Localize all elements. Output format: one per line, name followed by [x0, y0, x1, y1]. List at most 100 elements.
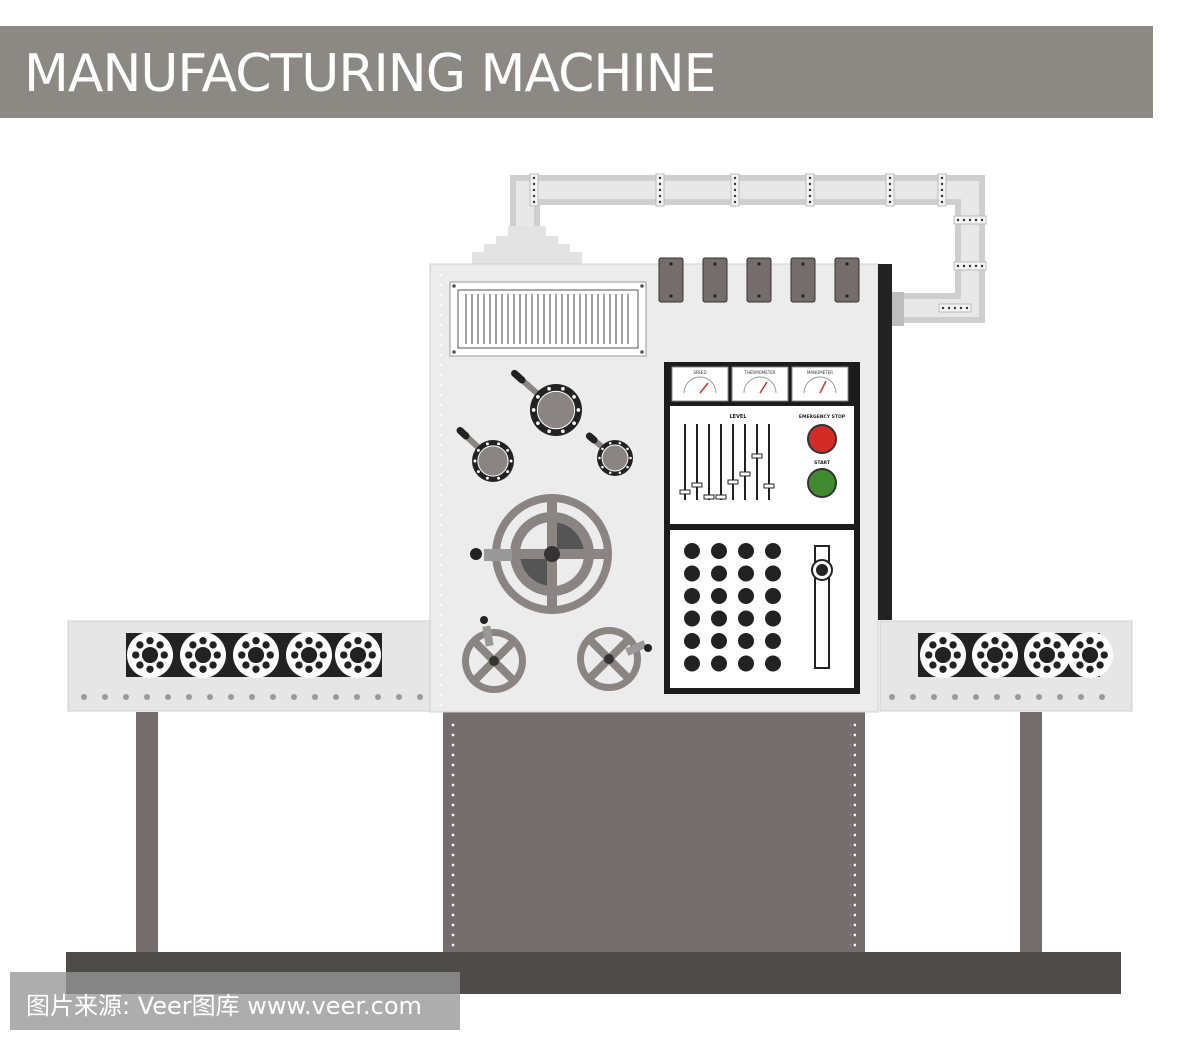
gear-icon — [335, 632, 381, 678]
rivet — [186, 694, 192, 700]
level-slider[interactable] — [715, 424, 727, 500]
thermometer-gauge: THERMOMETER — [731, 366, 789, 402]
pipe-joint — [805, 173, 815, 207]
keypad-key[interactable] — [711, 633, 727, 649]
level-slider[interactable] — [763, 424, 775, 500]
top-switch[interactable] — [790, 257, 816, 303]
pipe-joint — [953, 261, 987, 271]
pipe-joint — [938, 303, 972, 313]
speed-gauge: SPEED — [671, 366, 729, 402]
keypad-key[interactable] — [738, 543, 754, 559]
rivet — [312, 694, 318, 700]
keypad-key[interactable] — [738, 588, 754, 604]
keypad-key[interactable] — [765, 543, 781, 559]
keypad-key[interactable] — [711, 588, 727, 604]
left-small-handwheel[interactable] — [462, 616, 526, 693]
top-switch[interactable] — [658, 257, 684, 303]
rivet — [1057, 694, 1063, 700]
title-banner: MANUFACTURING MACHINE — [0, 26, 1153, 118]
keypad-key[interactable] — [765, 565, 781, 582]
keypad-key[interactable] — [684, 565, 700, 582]
rivet — [249, 694, 255, 700]
right-conveyor — [879, 620, 1133, 712]
top-switch[interactable] — [746, 257, 772, 303]
left-conveyor — [67, 620, 431, 712]
gear-icon — [1067, 632, 1113, 678]
top-switch[interactable] — [834, 257, 860, 303]
level-slider[interactable] — [739, 424, 751, 500]
keypad-key[interactable] — [765, 588, 781, 604]
level-slider[interactable] — [691, 424, 703, 500]
keypad-key[interactable] — [711, 543, 727, 559]
keypad-key[interactable] — [684, 543, 700, 559]
control-knob[interactable] — [456, 427, 514, 483]
emergency-stop-button[interactable] — [807, 424, 837, 454]
rivet — [1099, 694, 1105, 700]
rivet — [973, 694, 979, 700]
keypad-key[interactable] — [738, 633, 754, 649]
gear-icon — [1024, 632, 1070, 678]
keypad-key[interactable] — [684, 610, 700, 627]
manometer-label: MANOMETER — [807, 370, 833, 375]
rivet — [144, 694, 150, 700]
gear-icon — [972, 632, 1018, 678]
rivet — [291, 694, 297, 700]
vent-grille — [449, 281, 647, 357]
level-slider[interactable] — [751, 424, 763, 500]
main-handwheel[interactable] — [470, 494, 612, 614]
watermark-banner: 图片来源: Veer图库 www.veer.com — [10, 972, 460, 1030]
pipe-joint — [529, 173, 539, 207]
speed-label: SPEED — [693, 370, 706, 375]
keypad-key[interactable] — [684, 588, 700, 604]
rivet — [375, 694, 381, 700]
pipe-joint — [655, 173, 665, 207]
gear-icon — [127, 632, 173, 678]
level-label: LEVEL — [729, 414, 747, 420]
rivet — [994, 694, 1000, 700]
keypad-key[interactable] — [738, 610, 754, 627]
top-switch-row — [658, 257, 860, 303]
pipe-joint — [953, 215, 987, 225]
start-button[interactable] — [807, 468, 837, 498]
rivet — [1078, 694, 1084, 700]
level-slider[interactable] — [727, 424, 739, 500]
throttle-lever[interactable] — [811, 545, 833, 669]
gear-icon — [920, 632, 966, 678]
keypad-key[interactable] — [711, 565, 727, 582]
keypad-key[interactable] — [684, 655, 700, 672]
page-title: MANUFACTURING MACHINE — [24, 44, 717, 104]
rivet — [228, 694, 234, 700]
keypad-key[interactable] — [765, 655, 781, 672]
right-small-handwheel[interactable] — [577, 627, 652, 691]
keypad-key[interactable] — [738, 565, 754, 582]
keypad-key[interactable] — [765, 633, 781, 649]
rivet — [952, 694, 958, 700]
pipe-joint — [937, 173, 947, 207]
keypad-key[interactable] — [738, 655, 754, 672]
rivet — [1036, 694, 1042, 700]
emergency-stop-label: EMERGENCY STOP — [799, 414, 846, 420]
left-leg — [136, 712, 158, 952]
keypad-key[interactable] — [711, 610, 727, 627]
right-leg — [1020, 712, 1042, 952]
level-slider[interactable] — [703, 424, 715, 500]
control-knob[interactable] — [511, 369, 582, 436]
gear-icon — [233, 632, 279, 678]
rivet — [1015, 694, 1021, 700]
keypad-key[interactable] — [684, 633, 700, 649]
watermark-text: 图片来源: Veer图库 www.veer.com — [26, 992, 422, 1020]
keypad-key[interactable] — [765, 610, 781, 627]
pipe-joint — [730, 173, 740, 207]
keypad-key[interactable] — [711, 655, 727, 672]
rivet — [207, 694, 213, 700]
rivet — [931, 694, 937, 700]
gear-icon — [286, 632, 332, 678]
rivet — [81, 694, 87, 700]
rivet — [910, 694, 916, 700]
rivet — [165, 694, 171, 700]
top-switch[interactable] — [702, 257, 728, 303]
level-slider[interactable] — [679, 424, 691, 500]
control-knob[interactable] — [585, 432, 633, 476]
